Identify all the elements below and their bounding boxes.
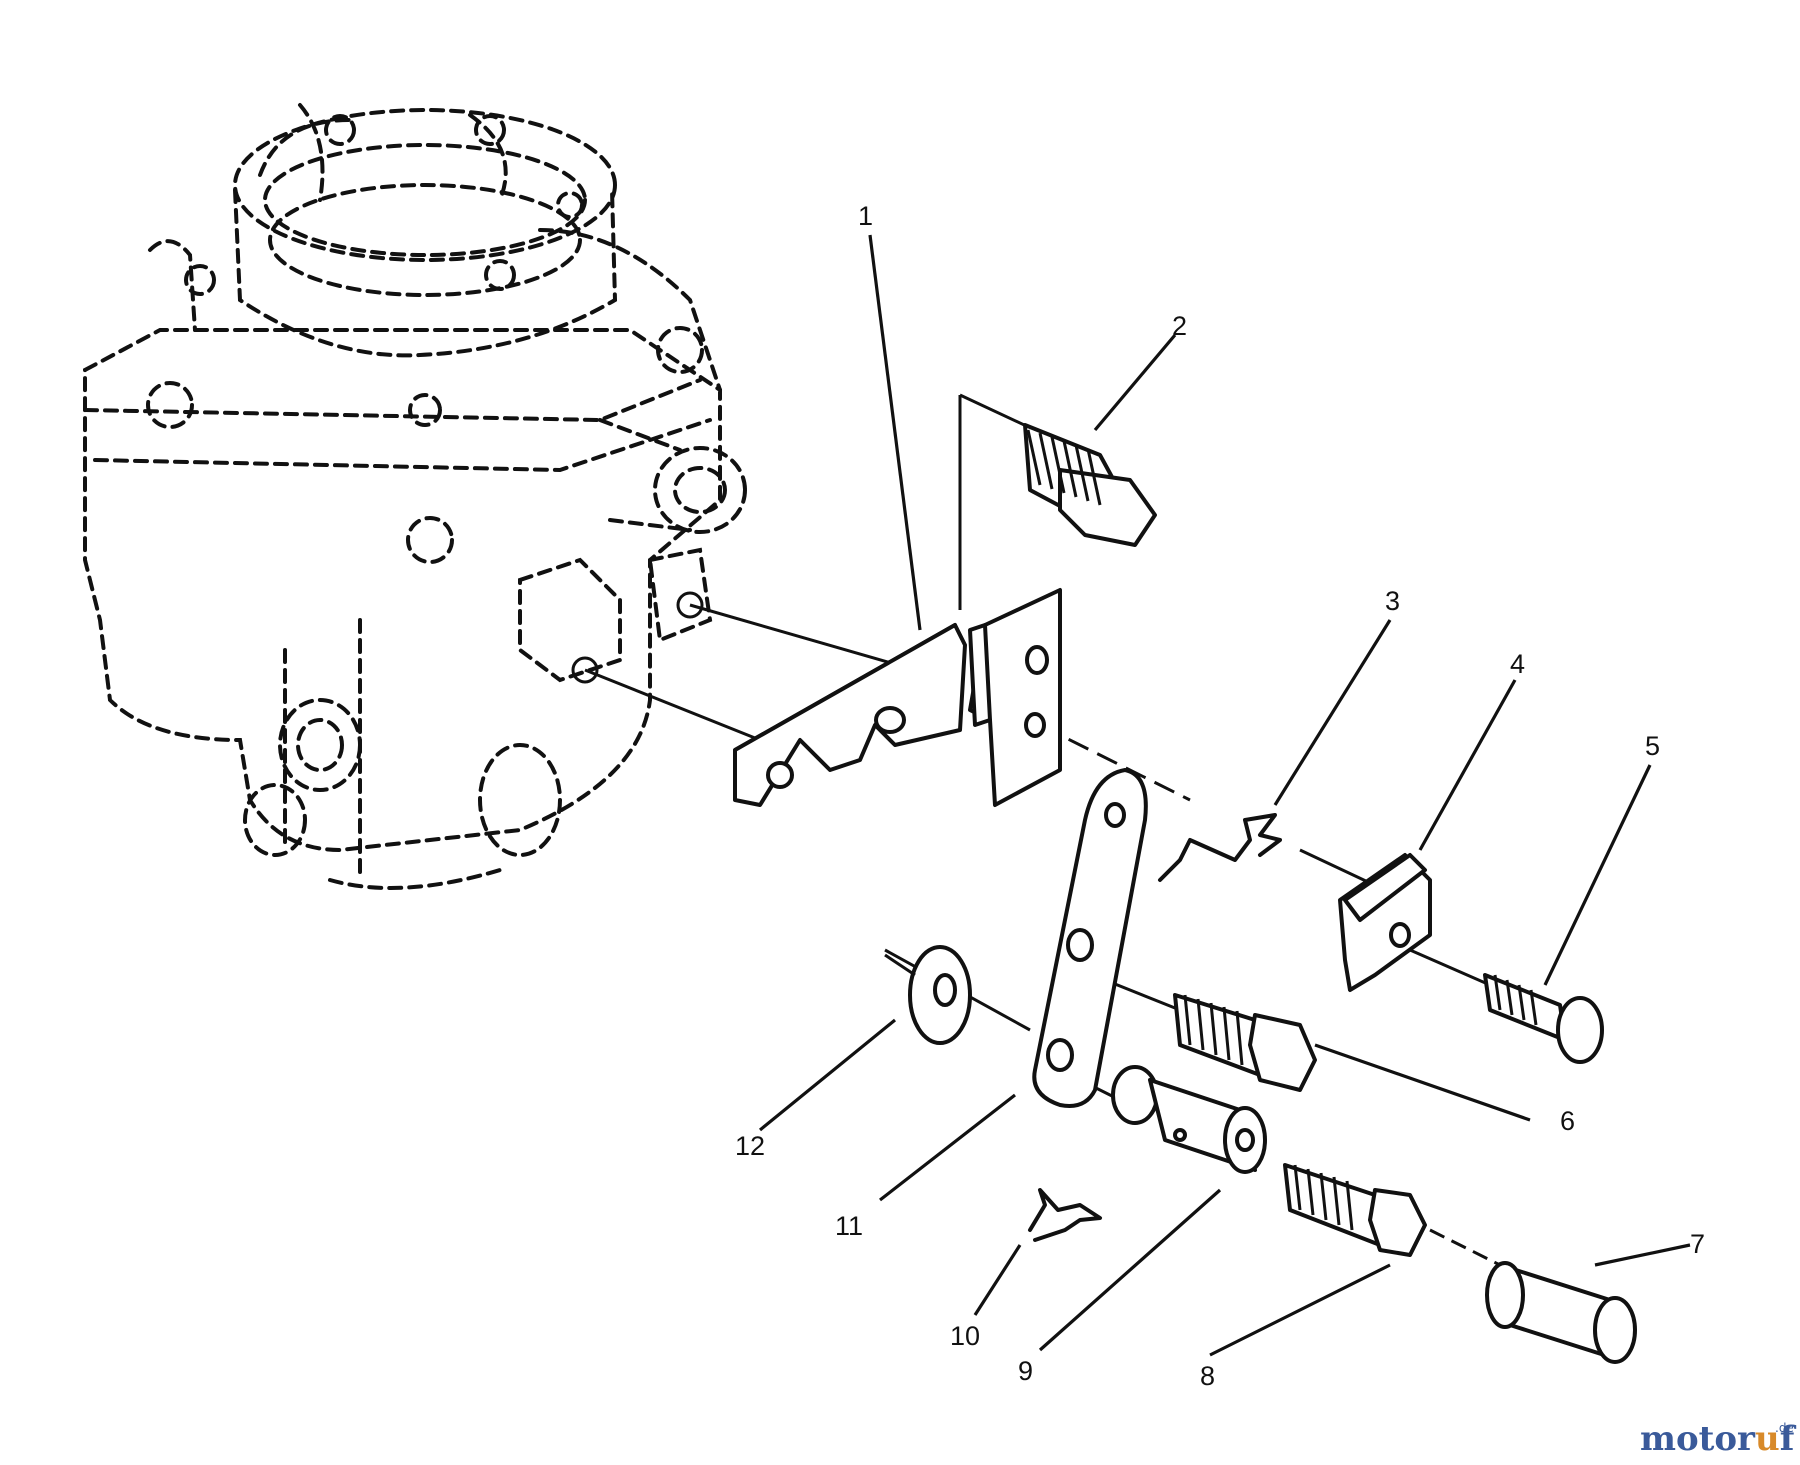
- part-11-link-plate: [1032, 768, 1148, 1108]
- watermark-prefix: motor: [1640, 1419, 1756, 1459]
- callout-8: 8: [1200, 1361, 1215, 1391]
- callout-6: 6: [1560, 1106, 1575, 1136]
- part-7-cap: [1485, 1261, 1637, 1364]
- carburetor-body: [83, 103, 747, 890]
- watermark-suffix: f: [1780, 1419, 1797, 1459]
- callout-5: 5: [1645, 731, 1660, 761]
- callout-2: 2: [1172, 311, 1187, 341]
- callout-1: 1: [858, 201, 873, 231]
- part-1-bracket: [733, 588, 1062, 807]
- callout-11: 11: [835, 1211, 863, 1241]
- part-3-spring: [1158, 813, 1282, 882]
- part-6-bolt: [1173, 993, 1317, 1092]
- watermark-accent: u: [1755, 1419, 1780, 1459]
- watermark-domain: .de: [1775, 1421, 1794, 1435]
- callout-12: 12: [735, 1131, 765, 1161]
- assembly-axes: [584, 393, 1501, 1267]
- svg-text:motoruf: motoruf: [1640, 1419, 1797, 1459]
- callout-labels: 1 2 3 4 5 6 7 8 9 10 11 12: [735, 201, 1705, 1391]
- callout-4: 4: [1510, 649, 1525, 679]
- part-4-clamp: [1338, 853, 1432, 992]
- watermark-logo: motoruf .de: [1640, 1419, 1797, 1459]
- callout-3: 3: [1385, 586, 1400, 616]
- callout-7: 7: [1690, 1229, 1705, 1259]
- callout-10: 10: [950, 1321, 980, 1351]
- part-2-bolt: [1023, 423, 1157, 547]
- callout-9: 9: [1018, 1356, 1033, 1386]
- part-12-washer: [884, 945, 972, 1045]
- part-5-screw: [1483, 973, 1604, 1064]
- part-10-clip: [1028, 1188, 1102, 1242]
- callout-leaders: [758, 234, 1691, 1357]
- part-9-swivel: [1111, 1065, 1267, 1174]
- part-8-bolt: [1283, 1163, 1427, 1257]
